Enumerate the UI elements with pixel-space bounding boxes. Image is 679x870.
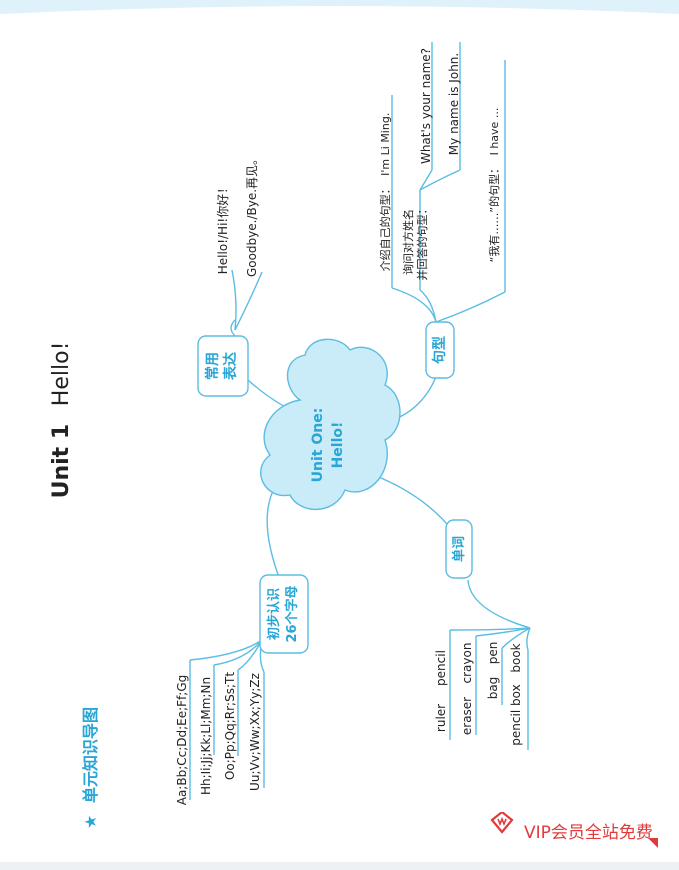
sentences-node: 句型 (425, 321, 455, 379)
section-heading: ★ 单元知识导图 (81, 707, 100, 829)
word-item: pencil (434, 650, 448, 686)
star-icon: ★ (81, 815, 100, 829)
svg-text:My name is John.: My name is John. (447, 53, 461, 155)
unit-title: Unit 1 (49, 424, 74, 499)
expressions-label-1: 常用 (204, 352, 221, 380)
word-item: pencil box (509, 684, 523, 745)
svg-text:Hello!/Hi!你好！: Hello!/Hi!你好！ (216, 182, 230, 274)
svg-text:并回答的句型：: 并回答的句型： (415, 204, 429, 281)
expression-item: Goodbye./Bye.再见。 (245, 153, 259, 277)
word-item: bag (486, 677, 500, 700)
word-item: crayon (460, 643, 474, 684)
svg-text:Goodbye./Bye.再见。: Goodbye./Bye.再见。 (245, 153, 259, 277)
letter-row: Hh;Ii;Jj;Kk;Ll;Mm;Nn (199, 677, 213, 795)
expression-item: Hello!/Hi!你好！ (216, 182, 230, 274)
page-title: Unit 1 Hello! (49, 342, 74, 499)
vip-watermark-text: VIP会员全站免费 (524, 823, 653, 843)
section-heading-text: 单元知识导图 (81, 707, 100, 803)
letters-label-1: 初步认识 (266, 588, 282, 640)
sentence-ask-label: 询问对方姓名 并回答的句型： (401, 204, 429, 281)
letter-row: Uu;Vv;Ww;Xx;Yy;Zz (248, 673, 262, 791)
top-decoration-band (0, 0, 679, 14)
word-item: ruler (434, 704, 448, 732)
letter-row: Oo;Pp;Qq;Rr;Ss;Tt (223, 672, 237, 780)
vip-badge-icon (490, 812, 658, 848)
svg-text:★ 单元知识导图: ★ 单元知识导图 (81, 707, 100, 829)
word-item: book (509, 643, 523, 672)
word-item: pen (486, 642, 500, 665)
center-line-1: Unit One: (310, 408, 326, 483)
word-item: eraser (460, 697, 474, 735)
letters-label-2: 26个字母 (284, 585, 300, 642)
center-cloud: Unit One: Hello! (260, 338, 401, 511)
letter-row: Aa;Bb;Cc;Dd;Ee;Ff;Gg (175, 675, 189, 806)
intro-example: I'm Li Ming. (379, 113, 392, 176)
svg-text:What's your name?: What's your name? (419, 48, 433, 164)
have-label: “我有……”的句型： (487, 163, 501, 262)
sentence-have: “我有……”的句型： I have ... (487, 108, 501, 263)
svg-text:“我有……”的句型： I have ...: “我有……”的句型： I have ... (487, 108, 501, 263)
center-line-2: Hello! (330, 422, 346, 469)
sentence-intro: 介绍自己的句型： I'm Li Ming. (378, 113, 392, 272)
expressions-node: 常用 表达 (197, 335, 249, 397)
svg-text:询问对方姓名: 询问对方姓名 (401, 209, 415, 275)
ask-answer: My name is John. (447, 53, 461, 155)
svg-text:介绍自己的句型： I'm Li Ming.: 介绍自己的句型： I'm Li Ming. (378, 113, 392, 272)
unit-subtitle: Hello! (49, 342, 74, 407)
sentences-label: 句型 (431, 336, 448, 364)
letter-rows: Aa;Bb;Cc;Dd;Ee;Ff;Gg Hh;Ii;Jj;Kk;Ll;Mm;N… (175, 672, 262, 806)
word-list: ruler pencil eraser crayon bag pen penci… (434, 642, 523, 746)
intro-label: 介绍自己的句型： (378, 183, 392, 271)
words-label: 单词 (451, 536, 467, 562)
bottom-strip (0, 862, 679, 870)
have-example: I have ... (488, 108, 501, 156)
ask-question: What's your name? (419, 48, 433, 164)
svg-text:Unit 1 Hello!: Unit 1 Hello! (49, 342, 74, 499)
words-node: 单词 (445, 519, 473, 579)
expressions-label-2: 表达 (222, 352, 239, 381)
letters-node: 初步认识 26个字母 (259, 574, 309, 654)
